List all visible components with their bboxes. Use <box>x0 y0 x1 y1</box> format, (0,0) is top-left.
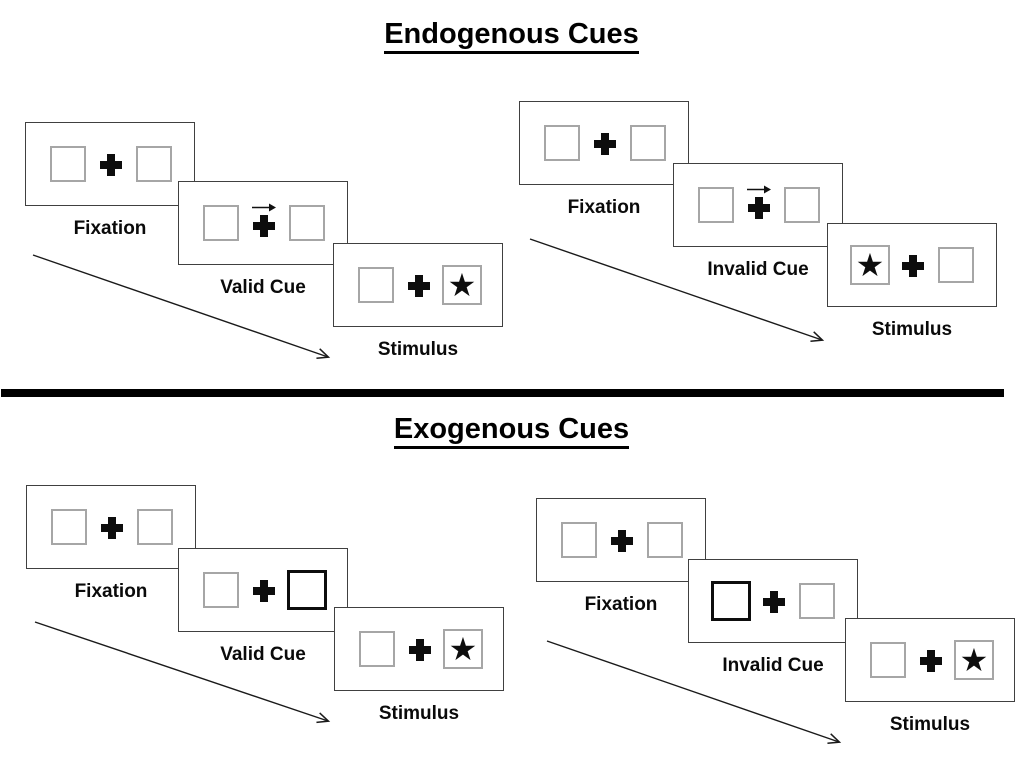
target-box: ★ <box>443 629 483 669</box>
fixation-cross-icon <box>101 517 123 539</box>
right-placeholder-box <box>630 125 666 161</box>
right-arrow-cue-icon <box>252 203 276 212</box>
stimulus-card: ★ <box>334 607 504 691</box>
left-placeholder-box <box>561 522 597 558</box>
cue-card <box>688 559 858 643</box>
target-box: ★ <box>850 245 890 285</box>
section-title-text: Endogenous Cues <box>384 18 639 54</box>
fixation-cross-icon <box>100 154 122 176</box>
target-star-icon: ★ <box>448 631 478 667</box>
step-label: Stimulus <box>889 714 971 735</box>
step-label: Invalid Cue <box>722 655 824 676</box>
peripheral-cue-box <box>287 570 327 610</box>
fixation-cross-icon <box>253 580 275 602</box>
left-placeholder-box <box>870 642 906 678</box>
step-label: Invalid Cue <box>707 259 809 280</box>
stimulus-card: ★ <box>333 243 503 327</box>
peripheral-cue-box <box>711 581 751 621</box>
fixation-cross-icon <box>902 255 924 277</box>
cue-card <box>178 548 348 632</box>
fixation-card <box>519 101 689 185</box>
left-placeholder-box <box>359 631 395 667</box>
step-label: Fixation <box>584 594 658 615</box>
right-placeholder-box <box>938 247 974 283</box>
left-placeholder-box <box>698 187 734 223</box>
step-label: Stimulus <box>378 703 460 724</box>
right-placeholder-box <box>136 146 172 182</box>
target-star-icon: ★ <box>959 642 989 678</box>
left-placeholder-box <box>203 205 239 241</box>
cue-card <box>673 163 843 247</box>
right-placeholder-box <box>647 522 683 558</box>
fixation-card <box>536 498 706 582</box>
step-label: Fixation <box>74 581 148 602</box>
section-title-endogenous: Endogenous Cues <box>0 18 1023 54</box>
fixation-cross-icon <box>748 197 770 219</box>
right-placeholder-box <box>289 205 325 241</box>
timeline-arrow-endogenous-invalid <box>529 238 825 343</box>
fixation-cross-icon <box>409 639 431 661</box>
right-placeholder-box <box>137 509 173 545</box>
right-arrow-cue-icon <box>747 185 771 194</box>
step-label: Valid Cue <box>220 277 306 298</box>
timeline-arrow-endogenous-valid <box>32 254 331 360</box>
target-star-icon: ★ <box>447 267 477 303</box>
left-placeholder-box <box>51 509 87 545</box>
fixation-cross-icon <box>253 215 275 237</box>
left-placeholder-box <box>203 572 239 608</box>
left-placeholder-box <box>544 125 580 161</box>
stimulus-card: ★ <box>827 223 997 307</box>
step-label: Stimulus <box>871 319 953 340</box>
fixation-cross-icon <box>763 591 785 613</box>
step-label: Stimulus <box>377 339 459 360</box>
step-label: Fixation <box>73 218 147 239</box>
section-title-exogenous: Exogenous Cues <box>0 413 1023 449</box>
right-placeholder-box <box>784 187 820 223</box>
target-box: ★ <box>954 640 994 680</box>
section-divider <box>1 389 1004 397</box>
fixation-cross-icon <box>594 133 616 155</box>
fixation-cross-icon <box>611 530 633 552</box>
fixation-card <box>25 122 195 206</box>
step-label: Valid Cue <box>220 644 306 665</box>
target-star-icon: ★ <box>855 247 885 283</box>
cue-card <box>178 181 348 265</box>
fixation-cross-icon <box>408 275 430 297</box>
right-placeholder-box <box>799 583 835 619</box>
timeline-arrow-exogenous-valid <box>34 621 331 724</box>
fixation-card <box>26 485 196 569</box>
left-placeholder-box <box>358 267 394 303</box>
section-title-text: Exogenous Cues <box>393 413 630 449</box>
left-placeholder-box <box>50 146 86 182</box>
stimulus-card: ★ <box>845 618 1015 702</box>
target-box: ★ <box>442 265 482 305</box>
fixation-cross-icon <box>920 650 942 672</box>
step-label: Fixation <box>567 197 641 218</box>
